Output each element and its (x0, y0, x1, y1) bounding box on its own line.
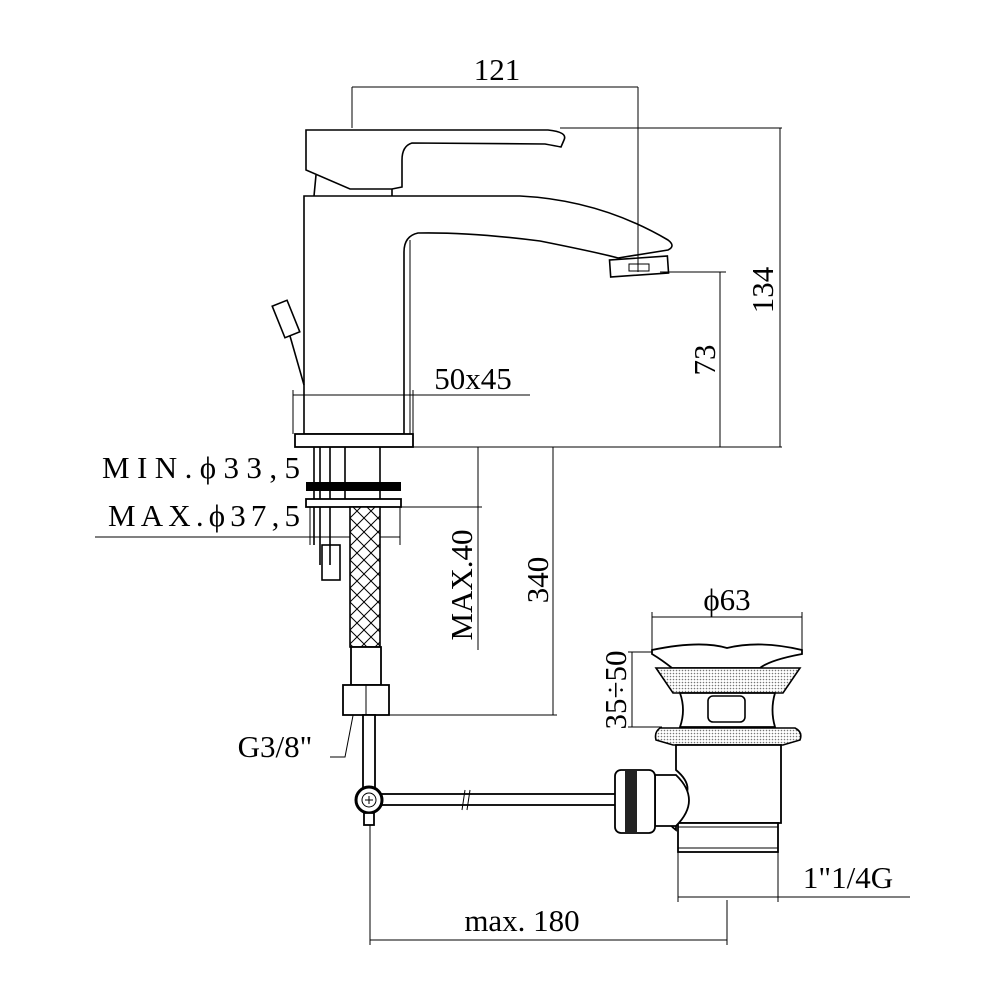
waste-flange (651, 643, 803, 669)
aerator (608, 255, 670, 278)
dim-waste-adjust: 35÷50 (598, 650, 633, 729)
pop-up-waste (614, 643, 803, 853)
dim-waste-thread: 1"1/4G (803, 860, 893, 895)
dim-hole-max: MAX.ϕ37,5 (108, 498, 300, 533)
dim-rod-max: max. 180 (464, 903, 579, 938)
dim-spout-reach: 121 (474, 52, 521, 87)
dim-base-size: 50x45 (434, 361, 512, 396)
washer (305, 498, 402, 508)
flex-hose (349, 506, 381, 648)
lever-handle (305, 129, 566, 190)
mixer-tap (271, 129, 673, 448)
dim-hose-length: 340 (520, 557, 555, 604)
pop-up-rod (379, 793, 621, 806)
dim-waste-diameter: ϕ63 (703, 582, 750, 617)
dimension-lines (95, 86, 910, 945)
gasket (306, 482, 401, 491)
dim-hose-connection: G3/8" (238, 729, 313, 764)
under-deck-fixings (305, 447, 621, 826)
base-plate (294, 433, 414, 448)
dim-max-deck: MAX.40 (444, 529, 479, 640)
dim-total-height: 134 (745, 266, 780, 313)
pop-up-knob (271, 299, 301, 339)
dim-spout-height: 73 (687, 345, 722, 376)
spout-body (303, 195, 673, 435)
dim-hole-min: MIN.ϕ33,5 (102, 450, 300, 485)
